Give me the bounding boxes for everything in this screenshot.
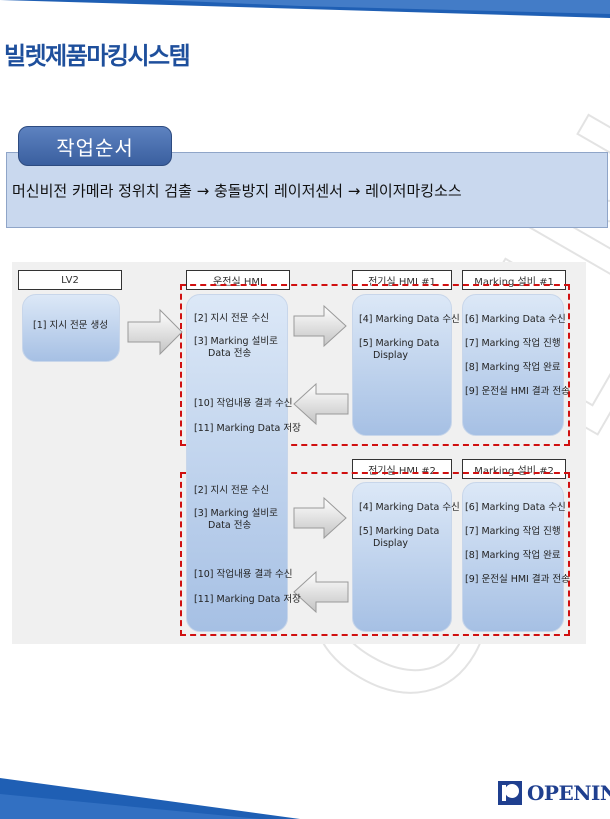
hmi2-item-11: [11] Marking Data 저장 <box>194 594 301 605</box>
mark2-item-9: [9] 운전실 HMI 결과 전송 <box>465 574 570 585</box>
mark2-panel <box>462 482 564 632</box>
group2-border <box>180 472 570 636</box>
section-description: 머신비전 카메라 정위치 검출 → 충돌방지 레이저센서 → 레이저마킹소스 <box>12 182 462 200</box>
mark2-item-6: [6] Marking Data 수신 <box>465 502 566 513</box>
mark2-item-8: [8] Marking 작업 완료 <box>465 550 561 561</box>
arrow-left-elec2-hmi <box>293 570 349 614</box>
hmi-panel <box>186 294 288 632</box>
hmi1-item-3a: [3] Marking 설비로 <box>194 336 278 347</box>
arrow-right-lv2-hmi <box>127 308 183 356</box>
header-mark2: Marking 설비 #2 <box>462 459 566 479</box>
elec1-panel <box>352 294 452 436</box>
process-diagram: LV2 운전실 HMI 전기실 HMI #1 Marking 설비 #1 전기실… <box>12 262 586 644</box>
elec2-item-5a: [5] Marking Data <box>359 526 440 537</box>
lv2-panel <box>22 294 120 362</box>
header-elec2: 전기실 HMI #2 <box>352 459 452 479</box>
footer-band <box>0 778 300 819</box>
elec1-item-5b: Display <box>373 350 409 361</box>
hmi2-item-3b: Data 전송 <box>208 520 252 531</box>
hmi2-item-10: [10] 작업내용 결과 수신 <box>194 569 293 580</box>
mark2-item-7: [7] Marking 작업 진행 <box>465 526 561 537</box>
flow-arrows <box>127 304 349 614</box>
header-band <box>0 0 610 18</box>
mark1-item-7: [7] Marking 작업 진행 <box>465 338 561 349</box>
mark1-item-9: [9] 운전실 HMI 결과 전송 <box>465 386 570 397</box>
logo-text: OPENIN <box>527 781 610 805</box>
group1-border <box>180 284 570 446</box>
logo-icon <box>498 781 522 805</box>
elec2-item-5b: Display <box>373 538 409 549</box>
company-logo: OPENIN <box>497 780 610 806</box>
hmi1-item-10: [10] 작업내용 결과 수신 <box>194 398 293 409</box>
mark1-panel <box>462 294 564 436</box>
arrow-left-elec1-hmi <box>293 382 349 426</box>
lv2-item-1: [1] 지시 전문 생성 <box>33 320 108 331</box>
hmi2-item-2: [2] 지시 전문 수신 <box>194 485 269 496</box>
arrow-right-hmi-elec2 <box>293 496 347 540</box>
elec2-item-4: [4] Marking Data 수신 <box>359 502 460 513</box>
hmi2-item-3a: [3] Marking 설비로 <box>194 508 278 519</box>
page-title: 빌렛제품마킹시스템 <box>4 42 191 70</box>
mark1-item-6: [6] Marking Data 수신 <box>465 314 566 325</box>
elec1-item-5a: [5] Marking Data <box>359 338 440 349</box>
mark1-item-8: [8] Marking 작업 완료 <box>465 362 561 373</box>
elec1-item-4: [4] Marking Data 수신 <box>359 314 460 325</box>
arrow-right-hmi-elec1 <box>293 304 347 348</box>
hmi1-item-2: [2] 지시 전문 수신 <box>194 313 269 324</box>
section-tab: 작업순서 <box>18 126 172 166</box>
hmi1-item-3b: Data 전송 <box>208 348 252 359</box>
hmi1-item-11: [11] Marking Data 저장 <box>194 423 301 434</box>
header-lv2: LV2 <box>18 270 122 290</box>
elec2-panel <box>352 482 452 632</box>
